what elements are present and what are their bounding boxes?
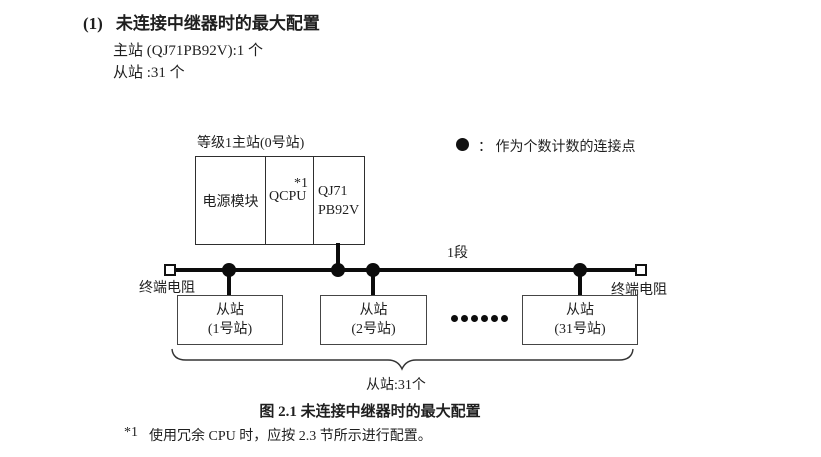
qcpu-footnote-ref: *1 <box>294 176 308 191</box>
slave1-drop-line <box>227 268 231 296</box>
connection-dot-icon <box>331 263 345 277</box>
slave2-label-line1: 从站 <box>359 303 388 318</box>
slave31-label-line2: (31号站) <box>554 322 606 337</box>
qcpu-cell: QCPU *1 <box>266 157 314 244</box>
slave2-label-line2: (2号站) <box>351 322 396 337</box>
slave-station-box-1: 从站 (1号站) <box>177 295 283 345</box>
figure-caption: 图 2.1 未连接中继器时的最大配置 <box>259 404 481 420</box>
footnote-text: 使用冗余 CPU 时，应按 2.3 节所示进行配置。 <box>149 429 432 444</box>
footnote-marker: *1 <box>124 425 138 440</box>
section-number: (1) <box>83 14 103 33</box>
master-drop-line <box>336 243 340 270</box>
connection-point-icon <box>456 138 469 151</box>
ellipsis-dots-icon <box>451 315 508 322</box>
pb92v-label-line2: PB92V <box>318 202 360 218</box>
terminator-square-left-icon <box>164 264 176 276</box>
section-title: 未连接中继器时的最大配置 <box>115 14 320 33</box>
slave-station-box-2: 从站 (2号站) <box>320 295 427 345</box>
terminator-square-right-icon <box>635 264 647 276</box>
bus-line <box>176 268 636 272</box>
terminator-label-left: 终端电阻 <box>139 281 195 296</box>
slave-station-box-31: 从站 (31号站) <box>522 295 638 345</box>
master-station-label: 等级1主站(0号站) <box>197 136 305 151</box>
slave-total-label: 从站:31个 <box>366 378 426 393</box>
segment-label: 1段 <box>447 246 468 261</box>
master-count-line: 主站 (QJ71PB92V):1 个 <box>113 43 264 59</box>
slave1-label-line2: (1号站) <box>207 322 253 337</box>
power-module-label: 电源模块 <box>202 194 259 210</box>
footnote: *1 使用冗余 CPU 时，应按 2.3 节所示进行配置。 <box>124 425 432 445</box>
slave31-drop-line <box>578 268 582 296</box>
pb92v-label-line1: QJ71 <box>318 183 348 199</box>
terminator-label-right: 终端电阻 <box>611 283 667 298</box>
slave-count-line: 从站 :31 个 <box>113 65 185 81</box>
pb92v-cell: QJ71 PB92V <box>314 157 364 244</box>
legend-text: ： 作为个数计数的连接点 <box>478 140 636 155</box>
slave2-drop-line <box>371 268 375 296</box>
brace-bracket <box>171 348 634 371</box>
section-heading: (1) 未连接中继器时的最大配置 <box>83 9 320 34</box>
slave1-label-line1: 从站 <box>216 303 244 318</box>
power-module-cell: 电源模块 <box>196 157 266 244</box>
master-station-box: 电源模块 QCPU *1 QJ71 PB92V <box>195 156 365 245</box>
qcpu-label: QCPU <box>269 189 307 204</box>
slave31-label-line1: 从站 <box>566 303 594 318</box>
